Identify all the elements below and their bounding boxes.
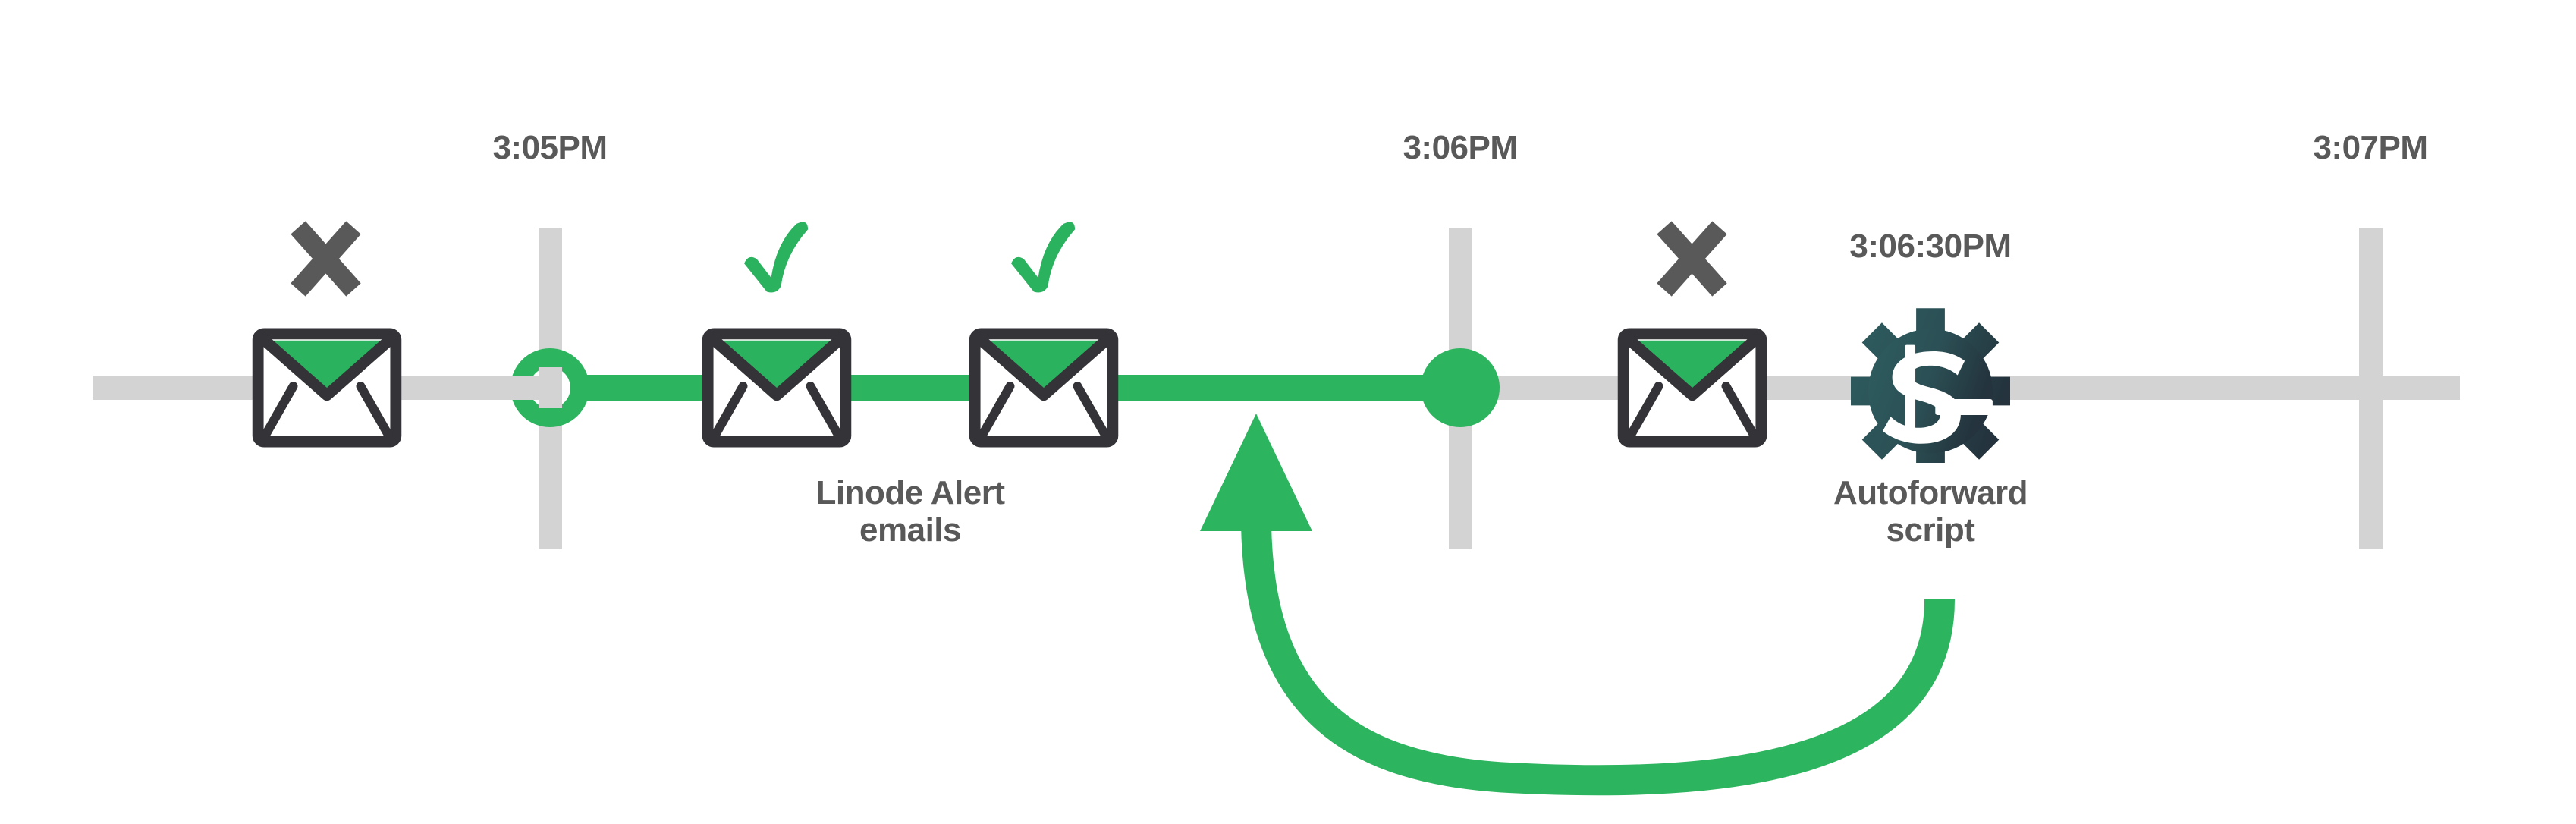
tick-mark-307 bbox=[2359, 228, 2383, 549]
tick-label-305: 3:05PM bbox=[492, 129, 608, 166]
feedback-arrow-head bbox=[1200, 414, 1312, 531]
x-mark-icon-missed-2 bbox=[1657, 221, 1727, 297]
dot-marker-306 bbox=[1421, 348, 1500, 427]
check-mark-icon-alert-2 bbox=[1011, 222, 1076, 293]
envelope-icon-missed-2 bbox=[1623, 334, 1761, 442]
check-mark-icon-alert-1 bbox=[744, 222, 809, 293]
tick-label-306: 3:06PM bbox=[1403, 129, 1518, 166]
tick-label-307: 3:07PM bbox=[2313, 129, 2428, 166]
ring-marker-305-tick-through-h bbox=[510, 376, 550, 400]
alert-emails-label: Linode Alert emails bbox=[815, 474, 1005, 549]
feedback-arrow-curve bbox=[1241, 523, 1955, 796]
x-mark-icon-missed-1 bbox=[291, 221, 361, 297]
envelope-icon-alert-1 bbox=[708, 334, 846, 442]
envelope-icon-missed-1 bbox=[258, 334, 396, 442]
envelope-icon-alert-2 bbox=[975, 334, 1113, 442]
autoforward-script-time: 3:06:30PM bbox=[1849, 228, 2012, 265]
gear-dollar-icon-autoforward bbox=[1851, 308, 2010, 463]
autoforward-script-label: Autoforward script bbox=[1833, 474, 2028, 549]
